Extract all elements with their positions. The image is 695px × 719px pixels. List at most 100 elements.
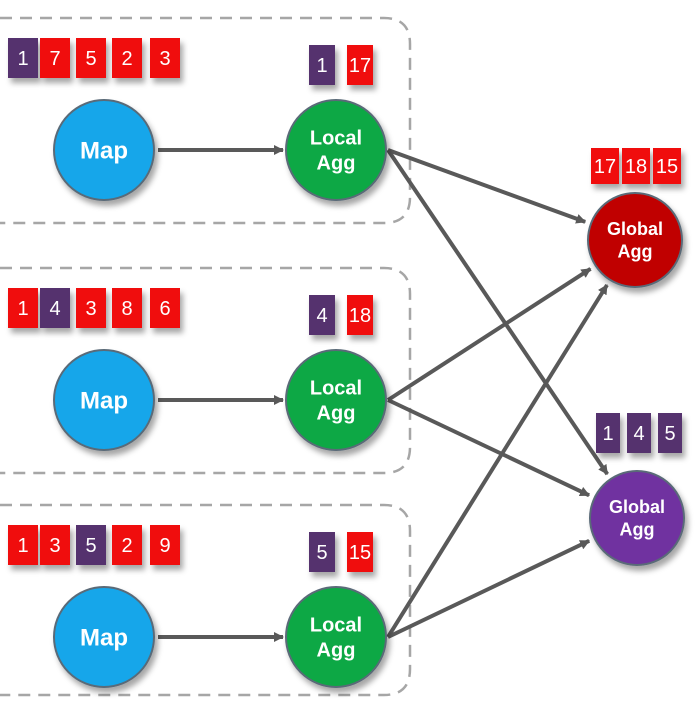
group-0-input-1: 7	[40, 38, 70, 78]
global-0-result-1-fill	[622, 148, 650, 184]
group-0-input-4-text: 3	[159, 48, 170, 70]
global-agg-node-0-circle	[587, 192, 683, 288]
global-0-result-1: 18	[622, 148, 650, 184]
global-agg-node-1-label: Global	[609, 497, 665, 517]
group-2-input-3-text: 2	[121, 535, 132, 557]
group-0-map-node-label: Map	[80, 138, 128, 165]
global-0-result-2-fill	[653, 148, 681, 184]
global-0-result-0-text: 17	[594, 156, 616, 178]
group-0-border	[0, 16, 412, 225]
group-0-partial-0: 1	[309, 45, 335, 85]
group-2-input-0-text: 1	[17, 535, 28, 557]
group-0-partial-0-text: 1	[316, 55, 327, 77]
global-1-result-2-text: 5	[664, 423, 675, 445]
group-1-input-0-text: 1	[17, 298, 28, 320]
group-2-input-2-text: 5	[85, 535, 96, 557]
group-0-input-3: 2	[112, 38, 142, 78]
group-1-input-0: 1	[8, 288, 38, 328]
group-0-input-2-fill	[76, 38, 106, 78]
group-1-border	[0, 266, 412, 475]
group-1-partial-1: 18	[347, 295, 373, 335]
group-2-input-0-fill	[8, 525, 38, 565]
group-1-input-4-fill	[150, 288, 180, 328]
group-1-input-4-text: 6	[159, 298, 170, 320]
group-0-input-1-text: 7	[49, 48, 60, 70]
group-1-partial-0-text: 4	[316, 305, 327, 327]
group-1-partial-1-fill	[347, 295, 373, 335]
global-agg-node-1-label: Agg	[620, 520, 655, 540]
global-1-result-2-fill	[658, 413, 682, 453]
group-2-input-4-text: 9	[159, 535, 170, 557]
group-0-local-agg-node-label: Local	[310, 128, 362, 150]
group-1-input-2-fill	[76, 288, 106, 328]
group-0-partial-1-text: 17	[349, 55, 371, 77]
group-0-input-4-fill	[150, 38, 180, 78]
group-2-input-2: 5	[76, 525, 106, 565]
group-2-input-1-text: 3	[49, 535, 60, 557]
group-1-input-4: 6	[150, 288, 180, 328]
global-agg-node-1-circle	[589, 470, 685, 566]
group-2-input-3-fill	[112, 525, 142, 565]
group-1-local-to-global-0-arrow	[386, 267, 592, 402]
group-2-local-to-global-1-arrow	[387, 539, 591, 639]
global-1-result-1-text: 4	[633, 423, 644, 445]
group-2-partial-0: 5	[309, 532, 335, 572]
group-0-input-3-fill	[112, 38, 142, 78]
group-0-partial-1: 17	[347, 45, 373, 85]
group-0-input-2: 5	[76, 38, 106, 78]
group-1-input-2: 3	[76, 288, 106, 328]
group-2-input-0: 1	[8, 525, 38, 565]
global-0-result-2-text: 15	[656, 156, 678, 178]
group-0-local-to-global-0-arrow	[387, 148, 587, 224]
group-1-map-node-circle	[53, 349, 155, 451]
group-1-input-1-text: 4	[49, 298, 60, 320]
global-1-result-0-text: 1	[602, 423, 613, 445]
global-1-result-1: 4	[627, 413, 651, 453]
group-1-local-agg-node-label: Agg	[317, 403, 356, 425]
group-0-input-4: 3	[150, 38, 180, 78]
global-0-result-1-text: 18	[625, 156, 647, 178]
group-2-map-node-label: Map	[80, 625, 128, 652]
group-0-map-node-circle	[53, 99, 155, 201]
group-0-map-node: Map	[53, 99, 155, 201]
group-2-input-4: 9	[150, 525, 180, 565]
group-1-partial-0-fill	[309, 295, 335, 335]
global-agg-node-0-label: Agg	[618, 242, 653, 262]
group-2-input-2-fill	[76, 525, 106, 565]
group-1-input-2-text: 3	[85, 298, 96, 320]
group-2-local-agg-node-circle	[285, 586, 387, 688]
group-0-input-0: 1	[8, 38, 38, 78]
global-0-result-0-fill	[591, 148, 619, 184]
group-1-input-3: 8	[112, 288, 142, 328]
group-2-local-to-global-0-arrow	[386, 283, 609, 639]
global-1-result-1-fill	[627, 413, 651, 453]
group-0-local-to-global-1-arrow	[386, 148, 609, 476]
group-1-input-1-fill	[40, 288, 70, 328]
group-2-map-node-circle	[53, 586, 155, 688]
group-0-input-2-text: 5	[85, 48, 96, 70]
group-2-partial-1: 15	[347, 532, 373, 572]
group-2-input-1-fill	[40, 525, 70, 565]
group-1-local-agg-node-label: Local	[310, 378, 362, 400]
group-0-input-0-fill	[8, 38, 38, 78]
group-2-local-agg-node-label: Local	[310, 615, 362, 637]
group-1-input-1: 4	[40, 288, 70, 328]
group-0-input-3-text: 2	[121, 48, 132, 70]
group-0-input-1-fill	[40, 38, 70, 78]
group-1-partial-0: 4	[309, 295, 335, 335]
group-1-local-to-global-1-arrow	[387, 398, 591, 498]
global-1-result-2: 5	[658, 413, 682, 453]
global-0-result-2: 15	[653, 148, 681, 184]
group-2-map-node: Map	[53, 586, 155, 688]
group-1-map-node: Map	[53, 349, 155, 451]
global-0-result-0: 17	[591, 148, 619, 184]
group-2-local-agg-node-label: Agg	[317, 640, 356, 662]
group-0-local-agg-node-circle	[285, 99, 387, 201]
global-1-result-0: 1	[596, 413, 620, 453]
global-1-result-0-fill	[596, 413, 620, 453]
